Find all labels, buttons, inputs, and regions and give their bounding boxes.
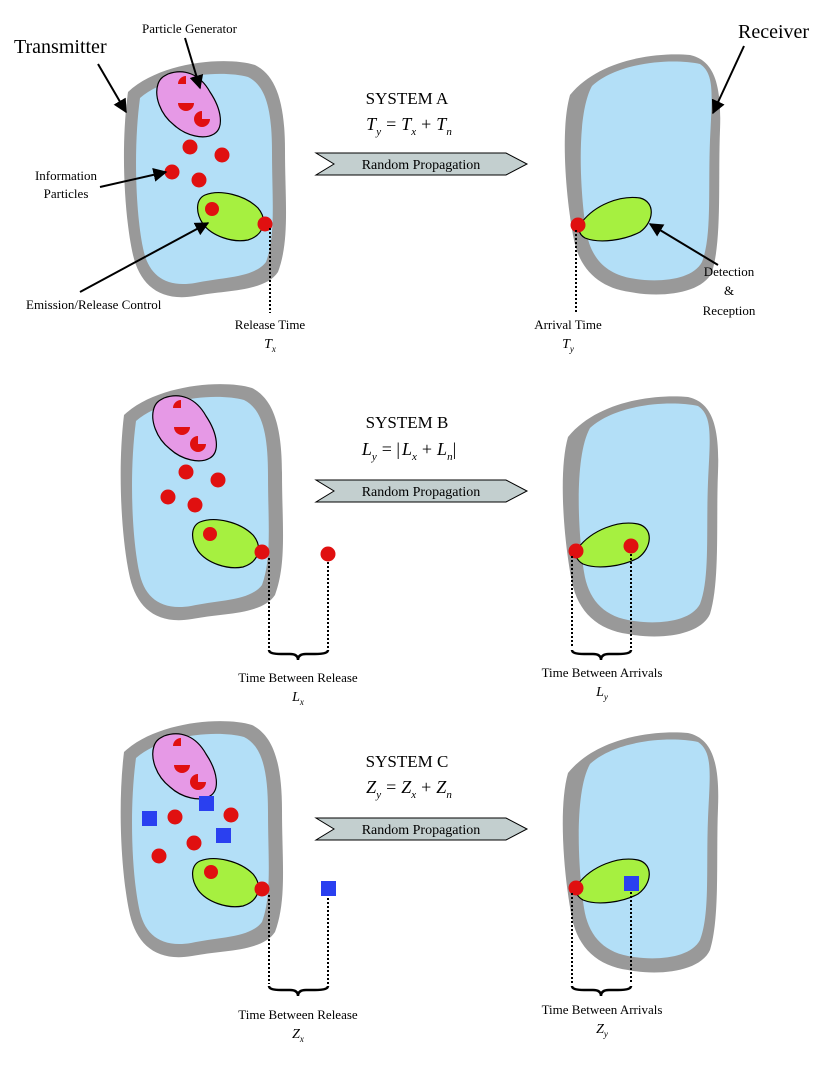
receiver-label: Receiver <box>738 21 809 43</box>
release-interval-label: Time Between Release <box>238 1007 358 1022</box>
information-particle <box>203 527 217 541</box>
particle-generator <box>152 395 217 462</box>
particle-fragment <box>173 400 181 408</box>
detection-label-1: Detection <box>704 264 755 279</box>
random-propagation-label: Random Propagation <box>362 158 481 173</box>
emission-control-arrow <box>79 222 210 293</box>
information-particle <box>151 848 167 864</box>
information-particle <box>191 172 207 188</box>
arrival-interval-label: Time Between Arrivals <box>542 1002 663 1017</box>
information-particle <box>204 865 218 879</box>
particle-fragment <box>178 76 186 84</box>
emission-controller <box>192 858 260 908</box>
information-particles-arrow <box>99 167 168 188</box>
free-particles <box>164 139 230 188</box>
release-point-1 <box>254 544 270 560</box>
receiver-cell <box>562 732 719 973</box>
arrival-brace <box>570 649 633 661</box>
detection-label-2: & <box>724 283 734 298</box>
release-interval-var: Zx <box>292 1027 304 1044</box>
free-particles <box>142 796 239 864</box>
receiver-cell <box>562 396 719 637</box>
particle-generator <box>156 71 221 138</box>
system-c-title: SYSTEM C <box>366 752 449 771</box>
release-point-1 <box>254 881 270 897</box>
system-b-equation: Ly= |Lx+Ln| <box>361 439 456 463</box>
information-particle-blue <box>199 796 214 811</box>
detection-arrow <box>648 223 719 266</box>
random-propagation-arrow: Random Propagation <box>314 479 529 503</box>
system-b-title: SYSTEM B <box>366 413 449 432</box>
detection-region <box>575 858 650 904</box>
release-point-2 <box>321 881 336 896</box>
detection-label-3: Reception <box>703 303 756 318</box>
release-brace <box>267 649 330 661</box>
information-particle-blue <box>142 811 157 826</box>
arrival-interval-var: Ly <box>595 685 608 702</box>
system-a-title: SYSTEM A <box>366 89 449 108</box>
system-c: SYSTEM C Zy=Zx+Zn Random Propagation Tim… <box>120 721 719 1044</box>
receiver-arrow <box>711 45 745 115</box>
information-particle <box>178 464 194 480</box>
release-point <box>257 216 273 232</box>
system-b: SYSTEM B Ly= |Lx+Ln| Random Propagation … <box>120 384 719 707</box>
particle-generator <box>152 733 217 800</box>
particle-fragment <box>178 103 194 111</box>
information-particle <box>164 164 180 180</box>
particle-fragment <box>190 436 206 452</box>
system-a: Transmitter Particle Generator Informati… <box>14 21 809 354</box>
information-particle <box>160 489 176 505</box>
information-particle <box>187 497 203 513</box>
information-particle <box>182 139 198 155</box>
information-particle <box>210 472 226 488</box>
information-particle <box>205 202 219 216</box>
release-time-label: Release Time <box>235 317 306 332</box>
information-particle <box>186 835 202 851</box>
random-propagation-arrow: Random Propagation <box>314 817 529 841</box>
arrival-point-2 <box>624 876 639 891</box>
arrival-point-1 <box>568 543 584 559</box>
emission-control-label: Emission/Release Control <box>26 297 162 312</box>
particle-generator-label: Particle Generator <box>142 21 238 36</box>
release-brace <box>267 985 330 997</box>
release-interval-var: Lx <box>291 690 304 707</box>
receiver-cell <box>564 54 721 295</box>
information-label-1: Information <box>35 168 98 183</box>
arrival-interval-label: Time Between Arrivals <box>542 665 663 680</box>
arrival-time-var: Ty <box>562 337 574 354</box>
emission-controller <box>192 519 260 569</box>
information-particle <box>214 147 230 163</box>
system-c-equation: Zy=Zx+Zn <box>366 777 452 801</box>
particle-fragment <box>174 765 190 773</box>
system-a-equation: Ty=Tx+Tn <box>366 114 452 138</box>
particle-fragment <box>173 738 181 746</box>
particle-fragment <box>194 111 210 127</box>
arrival-interval-var: Zy <box>596 1022 608 1039</box>
particle-fragment <box>190 774 206 790</box>
information-label-2: Particles <box>44 186 89 201</box>
arrival-point <box>570 217 586 233</box>
release-point-2 <box>320 546 336 562</box>
emission-controller <box>197 192 265 242</box>
information-particle-blue <box>216 828 231 843</box>
arrival-brace <box>570 985 633 997</box>
particle-generator-arrow <box>184 37 204 90</box>
information-particle <box>167 809 183 825</box>
free-particles <box>160 464 226 513</box>
random-propagation-label: Random Propagation <box>362 485 481 500</box>
information-particle <box>223 807 239 823</box>
release-time-var: Tx <box>264 337 276 354</box>
release-interval-label: Time Between Release <box>238 670 358 685</box>
transmitter-arrow <box>97 63 127 114</box>
arrival-point-1 <box>568 880 584 896</box>
arrival-time-label: Arrival Time <box>534 317 602 332</box>
particle-fragment <box>174 427 190 435</box>
transmitter-label: Transmitter <box>14 36 107 58</box>
detection-region <box>578 196 652 242</box>
random-propagation-label: Random Propagation <box>362 823 481 838</box>
arrival-point-2 <box>623 538 639 554</box>
random-propagation-arrow: Random Propagation <box>314 152 529 176</box>
